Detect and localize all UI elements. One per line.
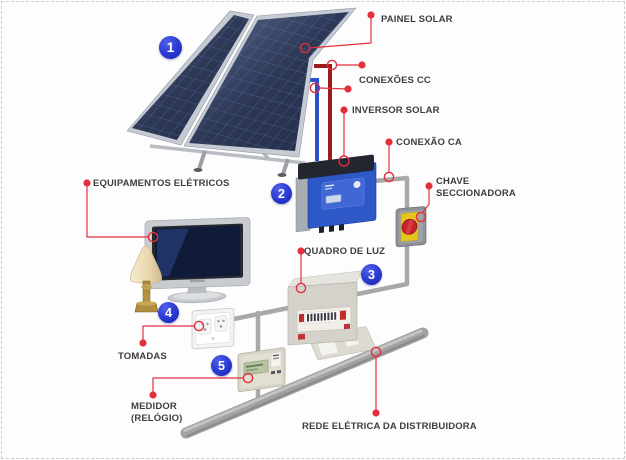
label-medidor-line1: MEDIDOR	[131, 401, 177, 412]
inverter-illustration	[295, 154, 377, 234]
step-badge-2: 2	[271, 183, 292, 204]
label-medidor-line2: (RELÓGIO)	[131, 412, 183, 424]
label-tomadas: TOMADAS	[118, 351, 167, 362]
label-quadro-de-luz: QUADRO DE LUZ	[304, 246, 386, 257]
label-chave-line1: CHAVE	[436, 176, 470, 187]
label-inversor-solar: INVERSOR SOLAR	[352, 105, 440, 116]
utility-pipe	[180, 327, 429, 439]
meter-illustration	[237, 347, 286, 393]
label-conexoes-cc: CONEXÕES CC	[359, 75, 431, 86]
step-badge-5: 5	[211, 355, 232, 376]
callout-dots	[83, 11, 433, 417]
label-rede-eletrica: REDE ELÉTRICA DA DISTRIBUIDORA	[302, 421, 477, 432]
label-equipamentos-eletricos: EQUIPAMENTOS ELÉTRICOS	[93, 178, 230, 189]
dc-wire-red	[314, 64, 332, 161]
outlet-illustration	[191, 307, 235, 350]
label-chave-seccionadora: CHAVE SECCIONADORA	[436, 176, 516, 199]
breaker-panel-illustration	[287, 270, 377, 361]
label-conexao-ca: CONEXÃO CA	[396, 137, 462, 148]
solar-panel-illustration	[126, 7, 357, 158]
callout-rings	[147, 42, 427, 384]
label-painel-solar: PAINEL SOLAR	[381, 14, 453, 25]
tv-illustration	[144, 217, 251, 304]
step-badge-4: 4	[158, 302, 179, 323]
label-medidor: MEDIDOR (RELÓGIO)	[131, 401, 183, 424]
step-badge-1: 1	[159, 36, 182, 59]
step-badge-3: 3	[361, 264, 382, 285]
disconnect-switch-illustration	[395, 206, 427, 248]
callout-lines	[86, 15, 430, 413]
lamp-illustration	[129, 245, 163, 313]
label-chave-line2: SECCIONADORA	[436, 187, 516, 199]
